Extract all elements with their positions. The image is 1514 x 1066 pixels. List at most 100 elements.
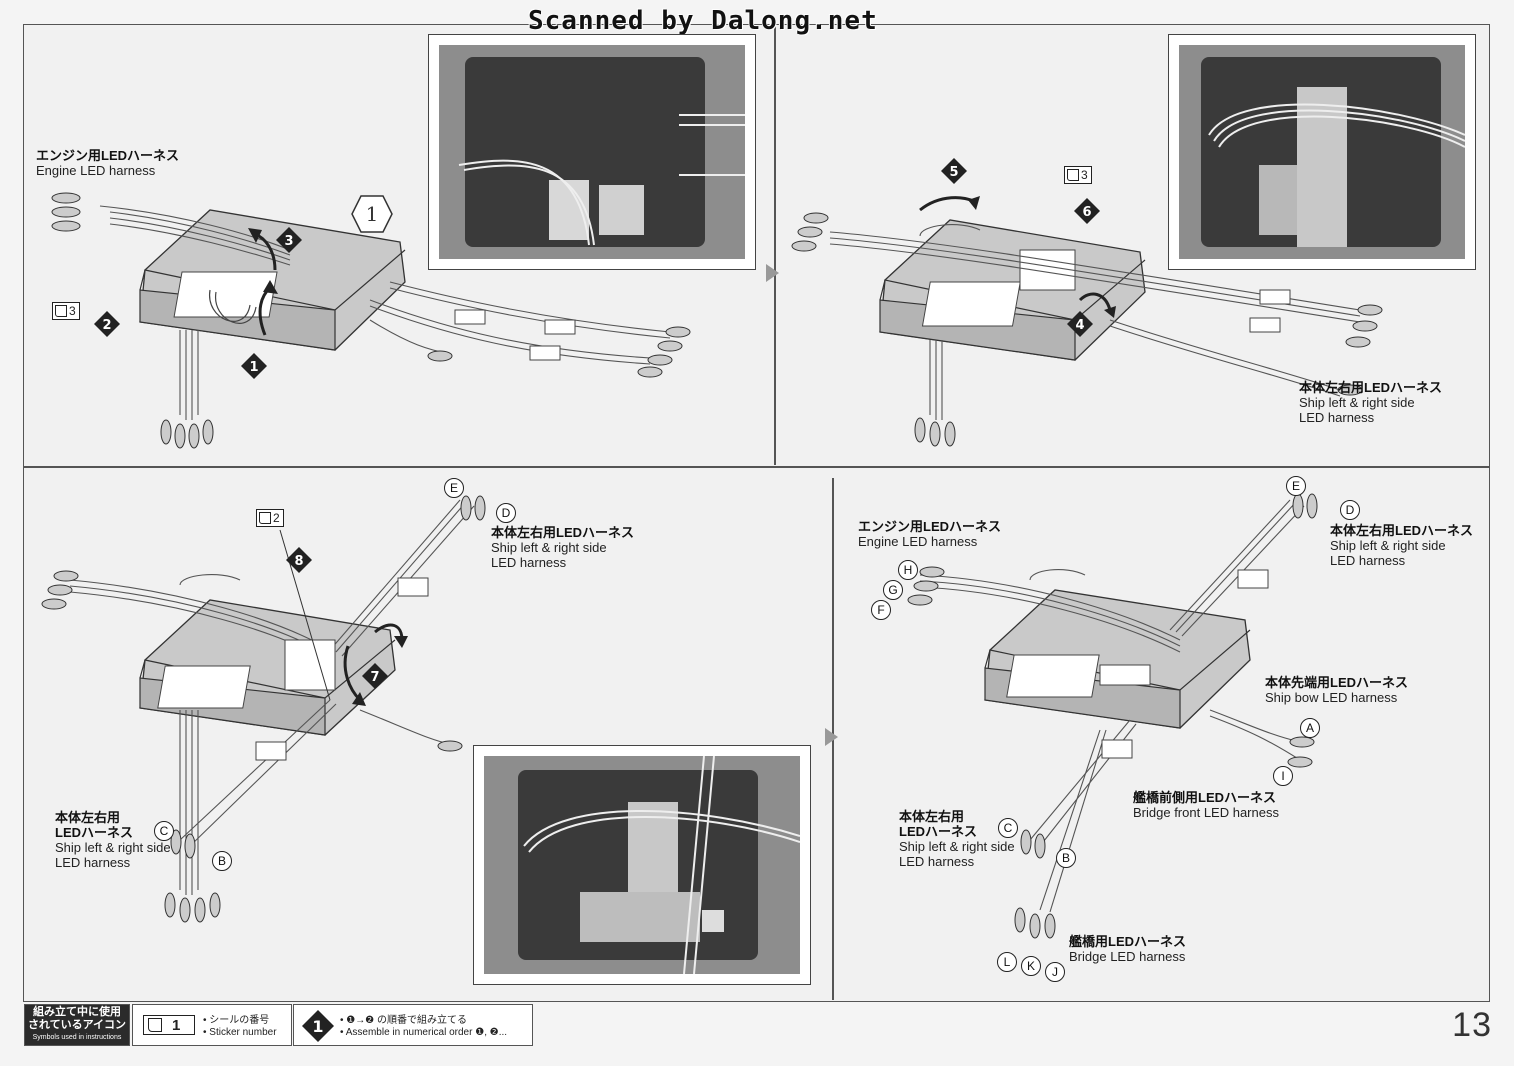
letter-f: F (871, 600, 891, 620)
step-4-icon: 4 (1067, 311, 1093, 337)
bridge-harness-jp: 艦橋用LEDハーネス (1069, 934, 1187, 949)
panel4-illustration (907, 493, 1318, 939)
sticker-square-icon (148, 1018, 162, 1032)
svg-text:4: 4 (1075, 318, 1084, 333)
sticker-num: 3 (1081, 168, 1088, 182)
letter-e: E (444, 478, 464, 498)
photo-1-image (439, 45, 745, 259)
step-5-icon: 5 (941, 158, 967, 184)
step-2-icon: 2 (94, 311, 120, 337)
sticker-num: 2 (273, 511, 280, 525)
legend-title-box: 組み立て中に使用 されているアイコン Symbols used in instr… (24, 1004, 130, 1046)
letter-g: G (883, 580, 903, 600)
letter-i: I (1273, 766, 1293, 786)
panel4-ship-side-left-label: 本体左右用 LEDハーネス Ship left & right side LED… (899, 809, 1015, 869)
page-number: 13 (1452, 1006, 1492, 1044)
sticker-icon (259, 512, 271, 524)
next-arrow-2 (825, 728, 838, 746)
ship-side-left-jp2: LEDハーネス (899, 824, 978, 839)
legend-order-jp: • ❶→❷ の順番で組み立てる (340, 1015, 467, 1026)
ship-side-left-en2: LED harness (899, 854, 975, 869)
ship-side-en1: Ship left & right side (1299, 395, 1415, 410)
ship-side-top-en2: LED harness (1330, 553, 1406, 568)
ship-side-left-en1: Ship left & right side (899, 839, 1015, 854)
hex-step-number: 1 (366, 202, 379, 226)
engine-harness-en: Engine LED harness (36, 163, 156, 178)
engine-harness-jp: エンジン用LEDハーネス (858, 519, 1002, 534)
legend-sticker-num: 1 (172, 1016, 181, 1034)
svg-text:7: 7 (370, 670, 379, 685)
legend-sticker-icon: 1 (143, 1015, 195, 1035)
watermark: Scanned by Dalong.net (528, 6, 878, 36)
svg-text:5: 5 (949, 165, 958, 180)
bow-harness-en: Ship bow LED harness (1265, 690, 1398, 705)
letter-a: A (1300, 718, 1320, 738)
panel4-ship-side-top-label: 本体左右用LEDハーネス Ship left & right side LED … (1330, 523, 1473, 568)
letter-e: E (1286, 476, 1306, 496)
engine-harness-en: Engine LED harness (858, 534, 978, 549)
ship-side-top-jp: 本体左右用LEDハーネス (1330, 523, 1474, 538)
step-8-icon: 8 (286, 547, 312, 573)
legend-order-box: 1 • ❶→❷ の順番で組み立てる • Assemble in numerica… (293, 1004, 533, 1046)
next-arrow-1 (766, 264, 779, 282)
letter-b: B (1056, 848, 1076, 868)
step-1-icon: 1 (241, 353, 267, 379)
letter-h: H (898, 560, 918, 580)
step-3-icon: 3 (276, 227, 302, 253)
letter-l: L (997, 952, 1017, 972)
panel3-illustration (41, 495, 486, 923)
panel3-sticker-ref: 2 (256, 509, 284, 527)
letter-k: K (1021, 956, 1041, 976)
legend-title-jp1: 組み立て中に使用 (33, 1006, 121, 1018)
svg-text:3: 3 (284, 234, 293, 249)
letter-d: D (496, 503, 516, 523)
bridge-front-jp: 艦橋前側用LEDハーネス (1133, 790, 1277, 805)
panel3-ship-side-top-label: 本体左右用LEDハーネス Ship left & right side LED … (491, 525, 634, 570)
ship-side-top-en1: Ship left & right side (491, 540, 607, 555)
legend-sticker-box: 1 • シールの番号 • Sticker number (132, 1004, 292, 1046)
engine-harness-jp: エンジン用LEDハーネス (36, 148, 180, 163)
panel4-bridge-label: 艦橋用LEDハーネス Bridge LED harness (1069, 934, 1186, 964)
photo-2 (1168, 34, 1476, 270)
legend-sticker-jp: • シールの番号 (203, 1015, 270, 1026)
legend-title-jp2: されているアイコン (27, 1019, 127, 1031)
letter-d: D (1340, 500, 1360, 520)
letter-c: C (154, 821, 174, 841)
legend-title-en: Symbols used in instructions (32, 1034, 122, 1041)
panel1-sticker-ref: 3 (52, 302, 80, 320)
ship-side-left-jp2: LEDハーネス (55, 825, 134, 840)
letter-b: B (212, 851, 232, 871)
svg-text:8: 8 (294, 554, 303, 569)
svg-text:1: 1 (312, 1017, 323, 1036)
photo-3 (473, 745, 811, 985)
letter-c: C (998, 818, 1018, 838)
ship-side-top-en2: LED harness (491, 555, 567, 570)
ship-side-left-en1: Ship left & right side (55, 840, 171, 855)
bridge-harness-en: Bridge LED harness (1069, 949, 1186, 964)
panel4-bow-label: 本体先端用LEDハーネス Ship bow LED harness (1265, 675, 1408, 705)
legend-sticker-en: • Sticker number (203, 1027, 277, 1038)
panel4-bridge-front-label: 艦橋前側用LEDハーネス Bridge front LED harness (1133, 790, 1279, 820)
bridge-front-en: Bridge front LED harness (1133, 805, 1279, 820)
svg-text:6: 6 (1082, 205, 1091, 220)
ship-side-left-en2: LED harness (55, 855, 131, 870)
photo-3-image (484, 756, 800, 974)
sticker-num: 3 (69, 304, 76, 318)
step-7-icon: 7 (362, 663, 388, 689)
photo-1 (428, 34, 756, 270)
panel4-engine-harness-label: エンジン用LEDハーネス Engine LED harness (858, 519, 1001, 549)
ship-side-jp: 本体左右用LEDハーネス (1299, 380, 1443, 395)
sticker-icon (55, 305, 67, 317)
ship-side-left-jp1: 本体左右用 (55, 810, 121, 825)
hex-step-icon: 1 (351, 195, 393, 233)
top-divider (774, 24, 776, 465)
panel1-engine-harness-label: エンジン用LEDハーネス Engine LED harness (36, 148, 179, 178)
ship-side-en2: LED harness (1299, 410, 1375, 425)
ship-side-left-jp1: 本体左右用 (899, 809, 965, 824)
panel2-sticker-ref: 3 (1064, 166, 1092, 184)
ship-side-top-en1: Ship left & right side (1330, 538, 1446, 553)
legend-order-en: • Assemble in numerical order ❶, ❷... (340, 1027, 508, 1038)
step-6-icon: 6 (1074, 198, 1100, 224)
letter-j: J (1045, 962, 1065, 982)
panel3-ship-side-left-label: 本体左右用 LEDハーネス Ship left & right side LED… (55, 810, 171, 870)
